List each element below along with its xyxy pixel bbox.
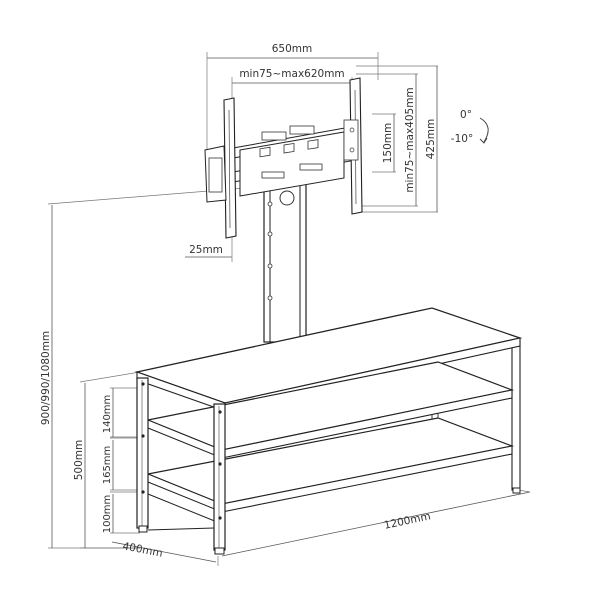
tv-stand-bench bbox=[134, 307, 523, 555]
length-1200-label: 1200mm bbox=[383, 510, 432, 532]
gap-140-label: 140mm bbox=[102, 395, 113, 434]
depth-25-label: 25mm bbox=[189, 244, 223, 256]
tilt-minus10-label: -10° bbox=[451, 133, 473, 145]
dimension-lines bbox=[47, 52, 531, 566]
vesa-h-label: min75~max620mm bbox=[239, 68, 344, 80]
depth-400-label: 400mm bbox=[122, 540, 164, 560]
tilt-0-label: 0° bbox=[460, 109, 472, 121]
tv-pole bbox=[263, 171, 307, 343]
spacing-150-label: 150mm bbox=[382, 123, 394, 164]
height-425-label: 425mm bbox=[425, 119, 437, 160]
total-height-label: 900/990/1080mm bbox=[40, 331, 52, 425]
tv-mount-bracket bbox=[204, 77, 363, 239]
shelf-height-label: 500mm bbox=[73, 440, 85, 481]
width-650-label: 650mm bbox=[272, 43, 313, 55]
gap-165-label: 165mm bbox=[102, 446, 113, 485]
vesa-v-label: min75~max405mm bbox=[404, 87, 416, 192]
gap-100-label: 100mm bbox=[102, 495, 113, 534]
